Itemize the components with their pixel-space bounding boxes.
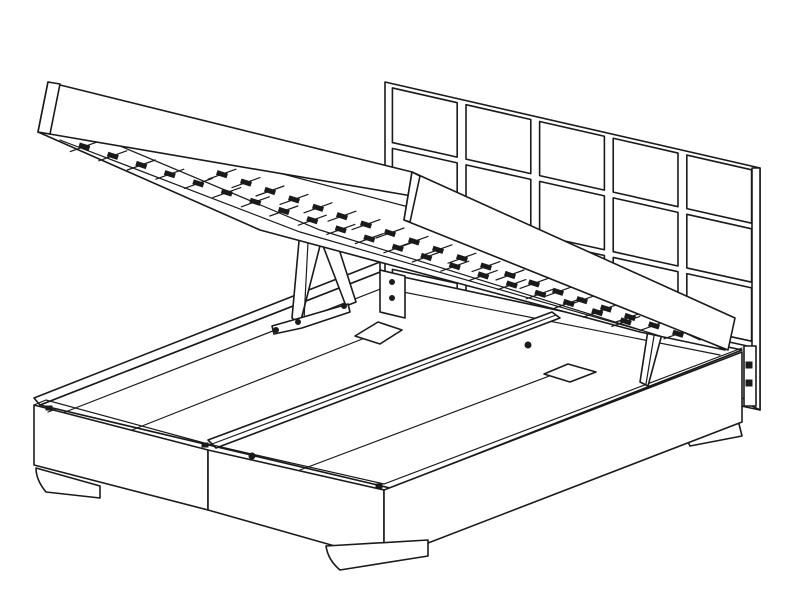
slat	[212, 187, 242, 199]
slat-rail-center	[119, 145, 661, 337]
slat	[327, 210, 357, 222]
lifted-mattress-base	[37, 81, 736, 351]
slat	[567, 294, 597, 306]
slat	[240, 196, 270, 208]
slat	[303, 202, 333, 214]
top-cushion-joint	[403, 171, 421, 223]
bed-frame	[33, 347, 743, 561]
bracket-bolt	[745, 379, 753, 387]
post-bolt	[389, 279, 395, 285]
strut-rod	[303, 241, 309, 321]
inner-board-line	[299, 371, 561, 471]
slat	[423, 244, 453, 256]
slat	[351, 219, 381, 231]
slat	[497, 279, 527, 291]
headboard-tile	[538, 120, 606, 191]
frame-right-side-panel	[383, 351, 743, 561]
headboard-bracket	[743, 345, 757, 407]
bed-leg-front-left	[35, 467, 101, 499]
slat	[98, 150, 128, 162]
pivot-bolt	[273, 327, 279, 333]
headboard-tile	[391, 87, 458, 158]
headboard-tile	[612, 137, 679, 208]
slat	[326, 223, 356, 235]
headboard-tile	[686, 154, 753, 224]
slat	[399, 235, 429, 247]
slat	[255, 185, 285, 197]
corner-bracket	[375, 483, 383, 489]
slat-rows	[69, 141, 693, 340]
pivot-bolt	[295, 319, 301, 325]
slat	[543, 286, 573, 298]
headboard-tile	[538, 180, 606, 251]
corner-bracket	[201, 442, 209, 448]
strut-rod	[645, 335, 655, 385]
post-bolt	[389, 295, 395, 301]
center-foot-block	[543, 363, 597, 383]
headboard-tile	[686, 213, 753, 283]
slat	[297, 214, 327, 226]
slat	[375, 227, 405, 239]
divider-bolt	[524, 341, 532, 349]
center-foot-block	[354, 321, 403, 345]
slat	[207, 168, 237, 180]
headboard-tile	[612, 197, 679, 267]
divider-edge	[211, 314, 557, 445]
slat	[519, 277, 549, 289]
headboard-tile	[465, 103, 532, 175]
slat	[183, 177, 213, 189]
slat	[468, 269, 498, 281]
slat	[269, 205, 299, 217]
slat	[126, 159, 156, 171]
bed-leg-front-right	[325, 539, 429, 571]
top-cushion-left-end	[37, 81, 61, 135]
slat-rail-left	[59, 139, 641, 331]
slat	[231, 177, 261, 189]
inner-board-line	[131, 331, 381, 431]
slat	[525, 288, 555, 300]
lift-mechanism	[271, 229, 663, 387]
lift-base-plate	[271, 303, 351, 335]
corner-bracket	[45, 405, 53, 411]
slat	[471, 261, 501, 273]
center-support-post	[379, 269, 406, 319]
slat	[69, 141, 99, 153]
slat	[447, 252, 477, 264]
slat	[495, 269, 525, 281]
pivot-bolt	[341, 303, 347, 309]
slat	[279, 193, 309, 205]
bracket-bolt	[745, 361, 753, 369]
